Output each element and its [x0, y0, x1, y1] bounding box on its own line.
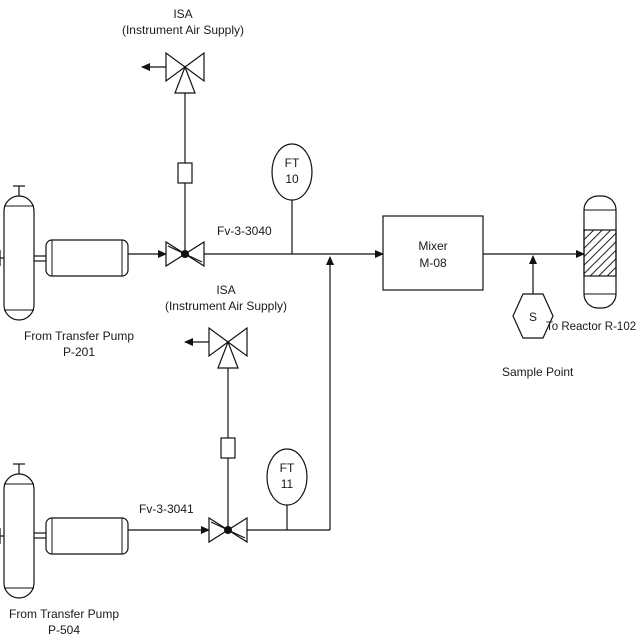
connector-p504 — [34, 532, 46, 539]
mixer-label: Mixer — [418, 239, 447, 253]
isa-bottom-label: ISA (Instrument Air Supply) — [165, 282, 287, 314]
control-valve-fv-3-3040[interactable] — [165, 240, 205, 268]
sample-symbol: S — [529, 310, 537, 324]
isa-top-line1: ISA — [173, 7, 193, 21]
flow-transmitter-ft10[interactable]: FT 10 — [271, 143, 313, 254]
isa-valve-bottom[interactable] — [184, 326, 248, 369]
pipe-section-p504 — [45, 517, 129, 555]
vessel-p504 — [0, 463, 35, 599]
connector-p201 — [34, 255, 46, 262]
control-valve-fv-3-3041[interactable] — [208, 516, 248, 544]
flow-transmitter-ft11[interactable]: FT 11 — [266, 448, 308, 530]
pump-bottom-label: From Transfer Pump P-504 — [9, 606, 119, 638]
isa-top-line2: (Instrument Air Supply) — [121, 23, 245, 37]
isa-bottom-line2: (Instrument Air Supply) — [164, 299, 288, 313]
pipe-section-p201 — [45, 239, 129, 277]
pump-top-label: From Transfer Pump P-201 — [24, 328, 134, 360]
isa-valve-top[interactable] — [141, 51, 205, 94]
reactor-label: To Reactor R-102 — [546, 321, 637, 333]
valve-actuator-bottom — [220, 368, 236, 526]
ft11-number: 11 — [281, 477, 294, 491]
ft11-tag: FT — [280, 461, 295, 475]
pump-bottom-line2: P-504 — [47, 623, 81, 637]
sample-point[interactable]: S — [512, 255, 554, 339]
sample-point-label: Sample Point — [502, 365, 574, 379]
mixer-tag: M-08 — [419, 256, 447, 270]
valve-actuator-top — [177, 93, 193, 250]
valve-top-label: Fv-3-3040 — [217, 224, 272, 238]
pump-bottom-line1: From Transfer Pump — [8, 607, 120, 621]
ft10-tag: FT — [285, 156, 300, 170]
reactor-r102[interactable] — [583, 195, 617, 309]
vessel-p201 — [0, 185, 35, 321]
mixer-m08[interactable]: Mixer M-08 — [382, 215, 484, 291]
pump-top-line2: P-201 — [62, 345, 96, 359]
isa-bottom-line1: ISA — [216, 283, 236, 297]
pump-top-line1: From Transfer Pump — [23, 329, 135, 343]
valve-bottom-label: Fv-3-3041 — [139, 502, 194, 516]
ft10-number: 10 — [285, 172, 299, 186]
isa-top-label: ISA (Instrument Air Supply) — [122, 6, 244, 38]
